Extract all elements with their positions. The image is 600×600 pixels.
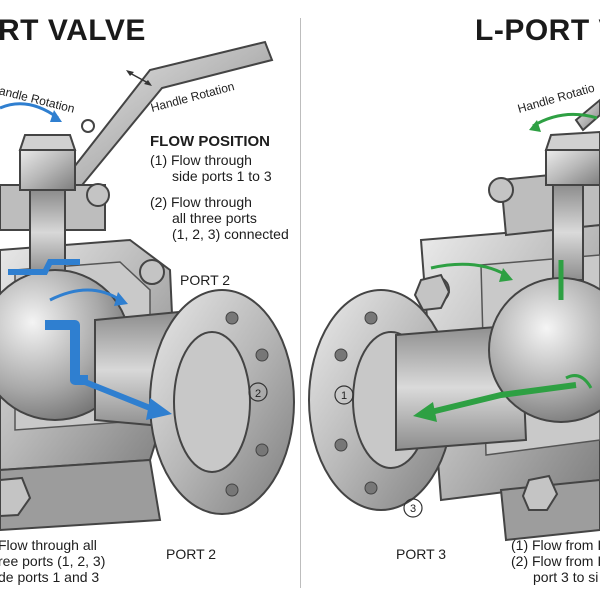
flow-option-1-line-1: (1) Flow through [150, 152, 252, 168]
port-2-lower-label: PORT 2 [166, 546, 217, 562]
port-3-label: PORT 3 [396, 546, 447, 562]
flow-path-arrows [8, 259, 172, 420]
t-port-bottom-notes: Flow through all ree ports (1, 2, 3) de … [0, 537, 105, 585]
bottom-bolt [0, 476, 32, 518]
bolts [413, 273, 559, 511]
l-port-bottom-notes: (1) Flow from I (2) Flow from I port 3 t… [511, 537, 600, 585]
flow-path-arrows [413, 260, 593, 422]
t-port-note-1: Flow through all [0, 537, 97, 553]
stem-assembly [0, 134, 165, 285]
l-port-valve-illustration: Handle Rotatio 1 3 [308, 80, 600, 542]
flange-number-3: 3 [410, 503, 416, 515]
l-port-note-3: port 3 to si [533, 569, 599, 585]
right-flange [149, 289, 295, 515]
panel-divider [300, 18, 301, 588]
handle-rotation-label: Handle Rotatio [516, 80, 596, 115]
t-port-valve-illustration: Handle Rotation Handle Rotation 2 [0, 40, 295, 532]
flow-option-2-line-1: (2) Flow through [150, 194, 252, 210]
l-port-note-1: (1) Flow from I [511, 537, 600, 553]
l-port-title: L-PORT VA [475, 14, 600, 47]
t-port-panel: Handle Rotation Handle Rotation 2 RT VAL… [0, 14, 295, 585]
flange-number-2: 2 [255, 388, 261, 400]
flow-option-1-line-2: side ports 1 to 3 [172, 168, 272, 184]
l-port-note-2: (2) Flow from I [511, 553, 600, 569]
handle-rotation-arc-label: Handle Rotation [0, 81, 76, 115]
t-port-note-3: de ports 1 and 3 [0, 569, 100, 585]
t-port-note-2: ree ports (1, 2, 3) [0, 553, 106, 569]
flow-option-2-line-2: all three ports [172, 210, 257, 226]
flow-position-legend: FLOW POSITION (1) Flow through side port… [150, 133, 289, 243]
flow-position-header: FLOW POSITION [150, 133, 270, 150]
t-port-title: RT VALVE [0, 14, 146, 47]
port-2-upper-label: PORT 2 [180, 272, 231, 288]
flange-number-1: 1 [341, 390, 347, 402]
handle-rotation-arc [529, 112, 598, 132]
l-port-panel: Handle Rotatio 1 3 L-PORT VA PORT 3 (1) … [301, 0, 600, 600]
flow-option-2-line-3: (1, 2, 3) connected [172, 226, 289, 242]
handle-rotation-arc [0, 70, 152, 122]
